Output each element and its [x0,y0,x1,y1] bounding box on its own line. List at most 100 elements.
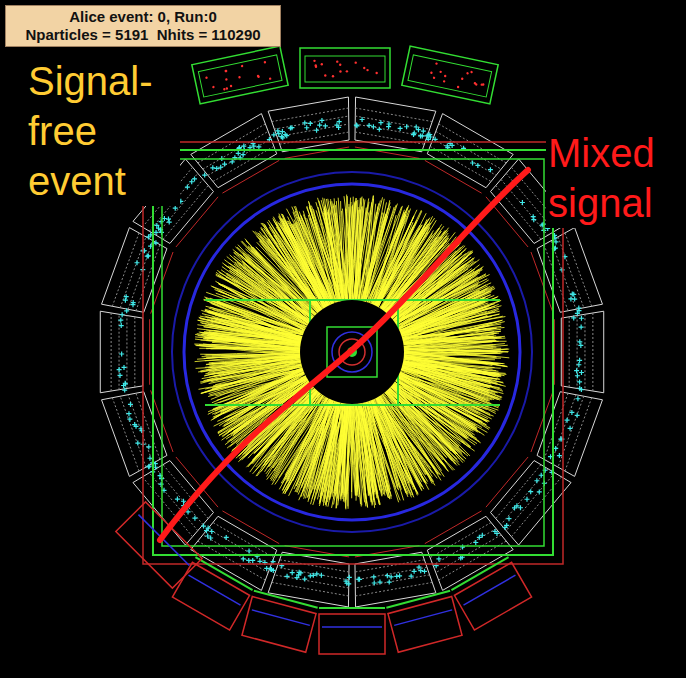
hit-mark [146,444,151,449]
module-hit [457,86,460,89]
track [201,356,302,372]
module-hit [439,70,442,73]
hit-mark [531,214,536,219]
hit-mark [569,410,574,415]
hit-mark [124,308,129,313]
top-module [402,46,498,104]
track [318,207,338,304]
hit-mark [445,143,450,148]
info-line: Nparticles = 5191 Nhits = 110290 [14,26,272,44]
track [285,395,327,494]
ring-layer [198,124,266,163]
hit-mark [377,580,382,585]
support-line [205,404,500,406]
ring-layer [592,313,593,391]
track [205,357,302,368]
module-hit [212,86,215,89]
hit-mark [154,230,159,235]
hit-mark [470,160,475,165]
ring-layer [198,541,266,580]
hit-mark [210,165,215,170]
hit-mark [571,315,576,320]
hit-mark [371,574,376,579]
module-hit [375,72,377,74]
ring-sector [102,392,167,477]
ring-sector [491,461,572,545]
ring-layer [430,522,491,557]
hit-mark [202,173,207,178]
track [376,231,429,308]
track [375,397,422,475]
hit-mark [206,526,211,531]
side-module [116,502,202,588]
hit-mark [360,117,365,122]
ring-layer [569,317,570,387]
module-hit [238,76,241,79]
hit-mark [156,226,161,231]
track [210,303,304,339]
track [359,402,389,498]
ring-layer [355,116,429,129]
track [402,350,496,352]
module-hit [366,69,368,71]
red-frame [143,142,563,564]
track [308,215,334,305]
ring-layer [213,522,274,557]
track [318,198,347,303]
hit-mark [422,569,427,574]
inner-ring-segment [531,252,553,314]
hit-mark [514,503,519,508]
module-edge [254,591,318,608]
track [269,239,319,315]
ring-layer [120,396,146,467]
hit-mark [117,367,122,372]
hit-mark [534,478,539,483]
track [376,396,437,479]
module-hit [339,70,341,72]
module-outline [402,46,498,104]
hit-mark [127,417,132,422]
hit-mark [124,294,129,299]
track [235,269,314,319]
module-outline [192,46,288,104]
track [356,201,359,302]
track [220,300,305,333]
module-hit [225,70,228,73]
hit-mark [308,121,313,126]
ring-layer [558,237,584,308]
hit-mark [269,567,274,572]
hit-mark [246,558,251,563]
track [395,378,482,427]
hit-mark [302,120,307,125]
hit-mark [537,489,542,494]
module-layer [394,610,452,626]
module-hit [257,75,260,78]
hit-mark [209,529,214,534]
hit-mark [175,497,180,502]
track [216,302,304,335]
module-hit [313,60,315,62]
top-module [300,48,390,88]
hit-mark [354,123,359,128]
ring-sector [537,228,602,313]
hit-mark [323,123,328,128]
module-inner [305,56,385,82]
hit-mark [251,144,256,149]
hit-mark [118,318,123,323]
hit-mark [121,383,126,388]
hit-mark [166,217,171,222]
module-inner [198,55,282,97]
module-hit [433,76,436,79]
module-hit [475,83,478,86]
bottom-module [386,591,462,653]
ring-layer [439,124,507,163]
ring-layer [272,582,349,596]
hit-mark [280,129,285,134]
track [233,380,310,434]
hit-mark [528,489,533,494]
module-outline [454,562,531,630]
hit-mark [398,126,403,131]
hit-mark [579,316,584,321]
track [376,211,421,308]
track [205,337,302,351]
